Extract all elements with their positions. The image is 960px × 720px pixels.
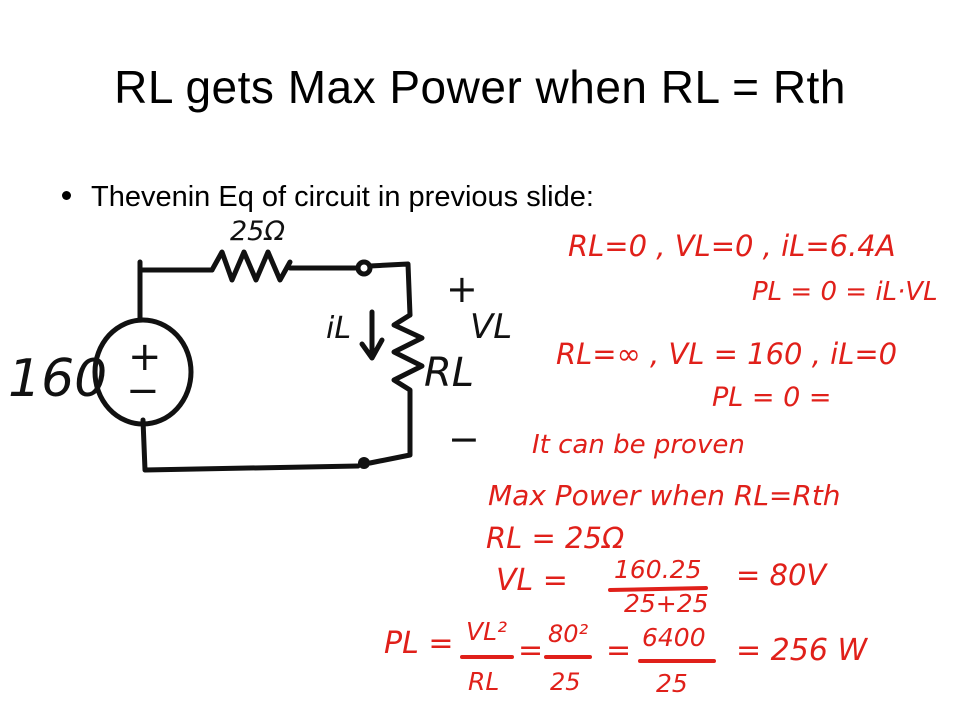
resistor-25-symbol [209,249,293,283]
wire-top-left [137,259,215,273]
note-line-8-numerator: 160.25 [614,555,701,584]
bullet-item: Thevenin Eq of circuit in previous slide… [62,181,594,214]
note-line-2: PL = 0 = iL·VL [752,277,938,307]
vl-label: VL [470,307,512,347]
note-line-1: RL=0 , VL=0 , iL=6.4A [568,229,896,263]
resistor-value-label: 25Ω [230,216,285,247]
load-resistor-symbol [367,312,425,466]
load-resistor-label: RL [424,350,474,396]
note-line-9-fraction-3-numerator: 6400 [642,623,706,652]
vl-plus-sign: + [446,267,478,311]
source-plus-sign: + [128,334,162,380]
note-line-4: PL = 0 = [712,382,832,413]
note-line-8-denominator: 25+25 [624,589,709,618]
voltage-source-icon [92,317,194,427]
current-label: iL [326,311,351,346]
bullet-dot-icon [62,190,71,200]
note-line-7: RL = 25Ω [486,521,624,555]
note-line-8-fraction-bar [608,586,708,592]
note-line-9-equals-2: = [606,633,631,668]
note-line-9-fraction-1-numerator: VL² [466,617,507,646]
slide-title: RL gets Max Power when RL = Rth [114,61,846,113]
note-line-6: Max Power when RL=Rth [488,479,841,512]
source-minus-sign: − [126,368,160,414]
red-notes: RL=0 , VL=0 , iL=6.4A PL = 0 = iL·VL RL=… [384,229,938,698]
note-line-9-fraction-2-denominator: 25 [550,668,581,696]
wire-right-top [367,261,413,318]
note-line-3: RL=∞ , VL = 160 , iL=0 [556,337,897,371]
wire-bottom [140,417,361,473]
note-line-9-fraction-1-denominator: RL [468,667,499,696]
bullet-text: Thevenin Eq of circuit in previous slide… [91,181,594,213]
note-line-9-rhs: = 256 W [736,633,868,668]
note-line-9-fraction-3-denominator: 25 [656,669,688,698]
note-line-5: It can be proven [532,430,745,460]
source-value-label: 160 [8,349,107,409]
note-line-9-equals-1: = [518,633,543,668]
note-line-8-rhs: = 80V [736,558,828,592]
note-line-9-fraction-2-numerator: 80² [548,620,589,648]
terminal-bottom [358,457,370,469]
terminal-top [355,259,373,277]
current-arrow-icon [359,337,385,361]
note-line-8-lhs: VL = [496,563,568,598]
circuit-drawing: 25Ω 160 + − iL RL + VL − [8,216,512,473]
vl-minus-sign: − [448,417,480,461]
note-line-9-lhs: PL = [384,626,453,661]
